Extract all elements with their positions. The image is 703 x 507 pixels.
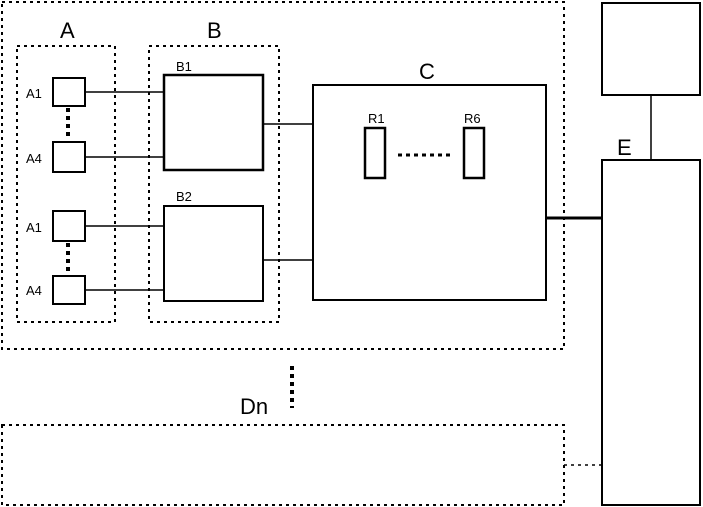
sensor-a1-top (52, 77, 86, 107)
block-b2-label: B2 (176, 189, 192, 204)
group-b-boundary (148, 45, 280, 323)
block-c (312, 84, 547, 301)
block-b1 (162, 73, 265, 172)
element-r6 (462, 126, 486, 180)
block-b2 (163, 205, 264, 302)
unit-dn-boundary (1, 424, 565, 506)
group-a-boundary (16, 45, 116, 323)
unit-d1-boundary (1, 1, 565, 350)
element-r1 (363, 126, 387, 180)
sensor-a4-top-label: A4 (26, 151, 42, 166)
sensor-a4-bottom (52, 275, 86, 305)
element-r6-label: R6 (464, 111, 481, 126)
unit-dn-label: Dn (240, 394, 268, 419)
sensor-a1-bottom-label: A1 (26, 220, 42, 235)
sensor-a1-bottom (52, 210, 86, 242)
sensor-a1-top-label: A1 (26, 86, 42, 101)
group-a-label: A (60, 18, 75, 43)
block-e (601, 159, 701, 506)
block-b1-label: B1 (176, 59, 192, 74)
group-b-label: B (207, 18, 222, 43)
top-right-block (601, 2, 701, 96)
block-e-label: E (617, 135, 632, 160)
sensor-a4-top (52, 141, 86, 173)
sensor-a4-bottom-label: A4 (26, 283, 42, 298)
block-c-label: C (419, 59, 435, 84)
element-r1-label: R1 (368, 111, 385, 126)
